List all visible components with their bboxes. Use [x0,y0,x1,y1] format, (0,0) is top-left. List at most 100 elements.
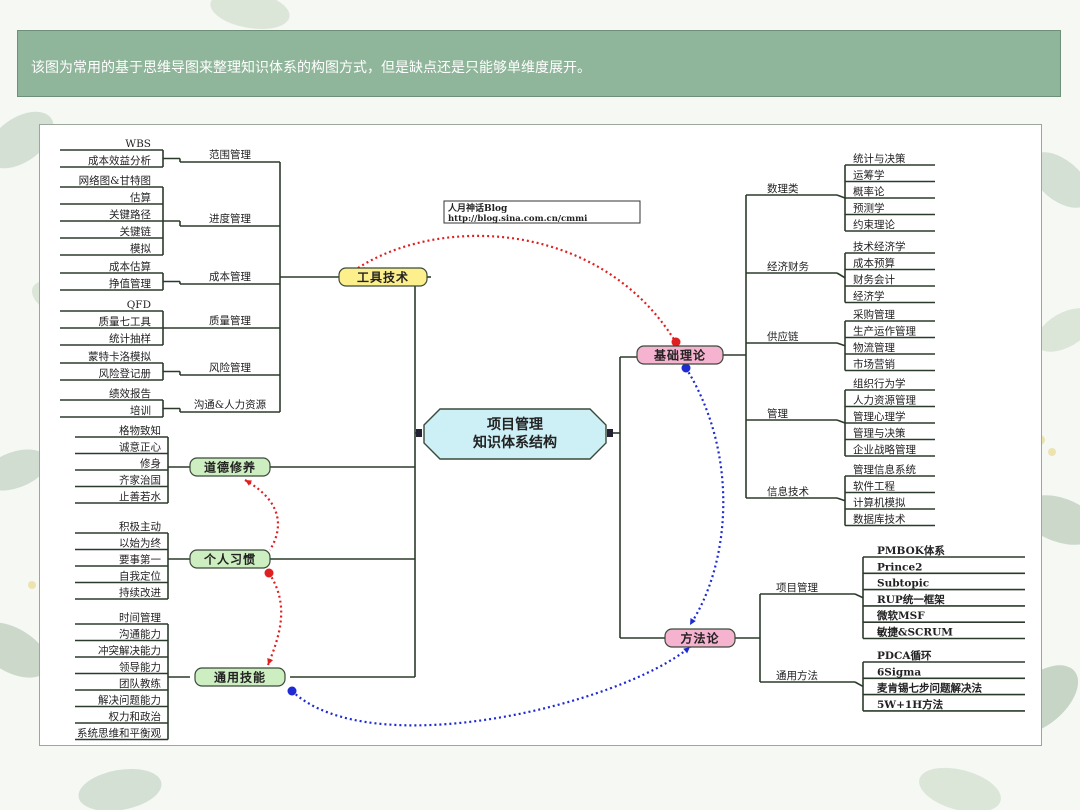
caption-banner: 该图为常用的基于思维导图来整理知识体系的构图方式，但是缺点还是只能够单维度展开。 [17,30,1061,97]
leaf-node: 关键路径 [109,208,151,221]
branch-ethics: 道德修养 [204,460,256,475]
leaf-node: 统计抽样 [109,332,151,345]
leaf-node: PDCA循环 [877,649,932,662]
leaf-node: 预测学 [853,202,885,215]
sub-node-basic-3: 管理 [767,407,788,420]
leaf-node: 持续改进 [119,586,161,599]
leaf-node: Prince2 [877,561,922,573]
leaf-node: 权力和政治 [109,710,162,723]
leaf-node: 挣值管理 [109,277,151,290]
leaf-node: 管理与决策 [853,427,906,440]
sub-connector [854,681,864,688]
link-dot-blue [681,363,691,373]
leaf-node: 系统思维和平衡观 [77,727,161,740]
arrowhead-red [267,658,274,665]
sub-node-5: 沟通&人力资源 [194,398,267,411]
leaf-node: PMBOK体系 [877,544,945,557]
mind-map: WBS成本效益分析范围管理网络图&甘特图估算关键路径关键链模拟进度管理成本估算挣… [60,138,1025,741]
leaf-node: 6Sigma [877,666,921,678]
leaf-node: 麦肯锡七步问题解决法 [877,682,982,695]
leaf-node: 沟通能力 [119,628,161,641]
branch-habits: 个人习惯 [203,552,256,567]
branch-habits-box [189,549,271,569]
leaf-node: 修身 [140,457,161,470]
sub-connector [836,342,846,347]
leaf-node: 5W+1H方法 [877,698,944,711]
cross-links [244,234,725,727]
leaf-node: 关键链 [120,225,152,238]
sub-node-3: 质量管理 [209,314,251,327]
leaf-node: 培训 [130,404,151,417]
leaf-node: 技术经济学 [853,240,906,253]
arrowhead-blue [683,647,690,654]
leaf-node: 管理心理学 [853,410,906,423]
watermark-box [443,200,641,224]
sub-connector [854,593,864,599]
link-skills-method [291,646,691,727]
nodes: WBS成本效益分析范围管理网络图&甘特图估算关键路径关键链模拟进度管理成本估算挣… [77,138,982,740]
leaf-node: 团队教练 [119,677,161,690]
leaf-node: RUP统一框架 [877,593,945,606]
sub-node-1: 进度管理 [209,212,251,225]
sub-node-basic-1: 经济财务 [767,260,809,273]
leaf-node: 财务会计 [853,273,895,286]
leaf-node: 物流管理 [853,341,895,354]
leaf-node: 市场营销 [853,358,895,371]
center-handle-right [607,429,613,437]
sub-connector [836,497,846,502]
leaf-node: 冲突解决能力 [98,644,161,657]
leaf-node: Subtopic [877,578,929,590]
branch-basic-theory: 基础理论 [653,348,706,363]
leaf-node: 止善若水 [119,490,161,503]
leaf-node: 以始为终 [119,537,161,550]
leaf-node: 生产运作管理 [853,325,916,338]
leaf-node: 要事第一 [119,553,161,566]
leaf-node: 网络图&甘特图 [79,174,151,187]
center-title-line1: 项目管理 [487,416,543,433]
leaf-node: 经济学 [853,290,885,303]
leaf-node: 人力资源管理 [853,394,916,407]
leaf-node: 约束理论 [853,218,895,231]
leaf-node: 运筹学 [853,169,885,182]
leaf-node: 格物致知 [119,424,161,437]
leaf-node: 自我定位 [119,570,161,583]
leaf-node: 诚意正心 [119,441,161,454]
leaf-node: 蒙特卡洛模拟 [88,350,151,363]
link-tool-basic [357,234,676,342]
leaf-node: 齐家治国 [119,474,161,487]
leaf-node: 质量七工具 [99,316,152,328]
link-habits-skills [266,572,283,666]
sub-node-basic-2: 供应链 [767,330,799,343]
leaf-node: 管理信息系统 [853,463,916,476]
leaf-node: 解决问题能力 [98,694,161,707]
branch-skills: 通用技能 [214,670,266,685]
leaf-node: WBS [125,138,151,150]
leaf-node: 软件工程 [853,480,895,493]
branch-tool-tech-box [338,267,428,287]
sub-node-4: 风险管理 [209,361,251,374]
leaf-node: 积极主动 [119,520,161,533]
link-dot-blue [287,686,297,696]
sub-node-method-1: 通用方法 [776,669,818,682]
leaf-node: 微软MSF [876,609,925,622]
leaf-node: 模拟 [130,242,151,255]
sub-node-basic-0: 数理类 [767,182,799,195]
center-handle-left [416,429,422,437]
caption-text: 该图为常用的基于思维导图来整理知识体系的构图方式，但是缺点还是只能够单维度展开。 [31,60,591,76]
branch-methodology-box [664,628,736,648]
leaf-node: 计算机模拟 [853,496,906,509]
leaf-node: 绩效报告 [109,387,151,400]
leaf-node: QFD [127,299,151,311]
branch-tool-tech: 工具技术 [357,270,409,285]
leaf-node: 数据库技术 [853,513,906,526]
connector-lines [60,149,1025,741]
watermark-line2: http://blog.sina.com.cn/cmmi [448,214,588,224]
leaf-node: 成本预算 [853,257,895,270]
sub-node-0: 范围管理 [209,148,251,161]
center-node-box [423,408,607,460]
leaf-node: 概率论 [853,185,885,198]
leaf-node: 采购管理 [853,308,895,321]
leaf-node: 成本效益分析 [88,154,151,167]
leaf-node: 敏捷&SCRUM [876,626,953,639]
